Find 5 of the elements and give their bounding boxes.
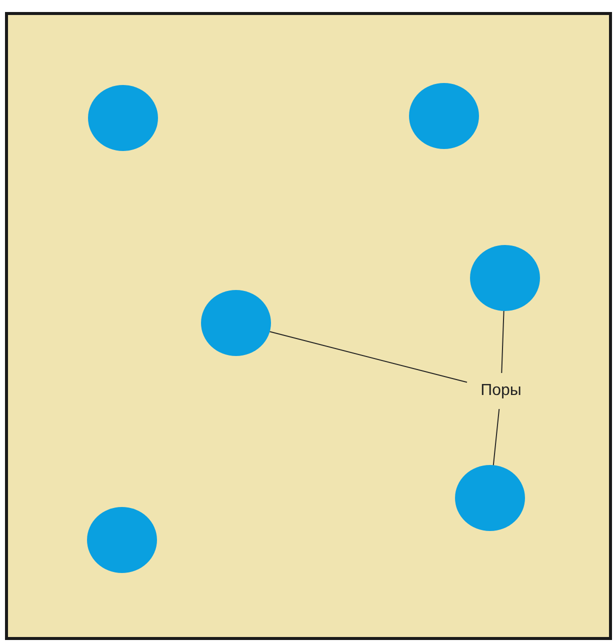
leader-line bbox=[501, 310, 504, 374]
leader-line bbox=[269, 331, 468, 383]
material-square bbox=[5, 12, 612, 640]
pore-label: Поры bbox=[467, 373, 535, 409]
leader-line bbox=[492, 408, 500, 466]
